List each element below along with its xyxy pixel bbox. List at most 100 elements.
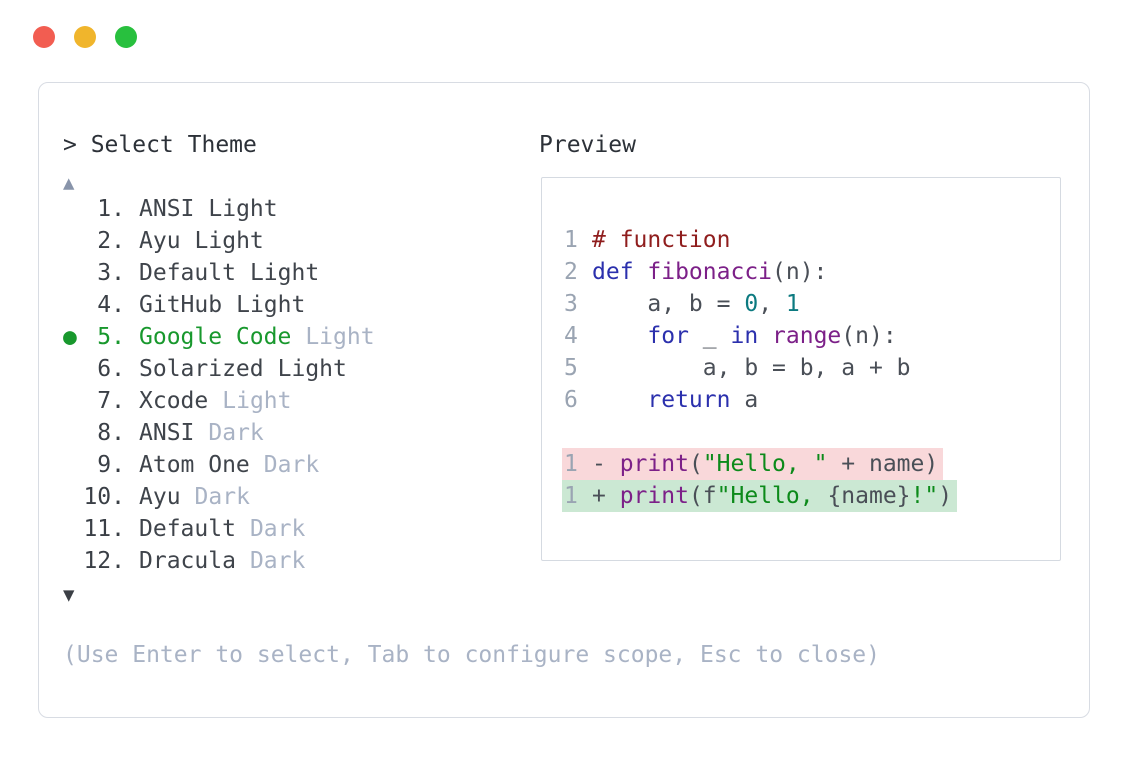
theme-item-ansi-light[interactable]: 1. ANSI Light [63,193,375,225]
theme-variant: Light [208,196,278,222]
code-token: ( [688,451,703,477]
theme-item-ayu-dark[interactable]: 10. Ayu Dark [63,481,375,513]
theme-number: 10. [83,484,125,510]
code-token: fibonacci [647,259,773,285]
code-line: 1# function [562,224,1060,256]
code-token: + [592,483,620,509]
theme-name: Atom One [139,452,250,478]
line-number: 4 [564,323,578,349]
theme-item-ansi-dark[interactable]: 8. ANSI Dark [63,417,375,449]
theme-item-xcode-light[interactable]: 7. Xcode Light [63,385,375,417]
scroll-down-icon[interactable]: ▼ [63,584,75,606]
code-token: (n): [772,259,828,285]
theme-number: 4. [97,292,125,318]
code-token: return [647,387,745,413]
theme-variant: Light [277,356,347,382]
theme-number: 7. [97,388,125,414]
theme-variant: Light [194,228,264,254]
theme-variant: Dark [194,484,250,510]
theme-name: Xcode [139,388,209,414]
theme-item-default-light[interactable]: 3. Default Light [63,257,375,289]
code-token: - [592,451,620,477]
theme-number: 1. [97,196,125,222]
code-token: (f [688,483,717,509]
theme-variant: Dark [249,548,306,574]
line-number: 5 [564,355,578,381]
code-token [592,323,647,349]
theme-number: 5. [97,324,125,350]
theme-variant: Light [249,260,320,286]
theme-item-dracula-dark[interactable]: 12. Dracula Dark [63,545,375,577]
theme-name: ANSI [139,420,195,446]
code-token: a, b = b, a + b [592,355,911,381]
code-token: (n): [841,323,897,349]
theme-name: Default [139,516,236,542]
diff-removed-line: 1- print("Hello, " + name) [562,448,1060,480]
code-token: a, b = [592,291,745,317]
theme-name: Ayu [139,484,181,510]
window-controls [33,26,137,48]
code-token: in [730,323,773,349]
selected-bullet-icon: ● [63,324,77,350]
code-token: 0 [744,291,759,317]
theme-name: Solarized [139,356,264,382]
keyboard-hint: (Use Enter to select, Tab to configure s… [63,642,880,668]
code-token: "Hello, " [702,451,828,477]
theme-item-ayu-light[interactable]: 2. Ayu Light [63,225,375,257]
code-token: print [619,451,689,477]
line-number: 1 [564,483,578,509]
theme-item-github-light[interactable]: 4. GitHub Light [63,289,375,321]
minimize-window-icon[interactable] [74,26,96,48]
theme-number: 6. [97,356,125,382]
theme-item-atom-one-dark[interactable]: 9. Atom One Dark [63,449,375,481]
code-token: for [647,323,703,349]
theme-number: 8. [97,420,125,446]
line-number: 3 [564,291,578,317]
theme-number: 12. [83,548,125,574]
scroll-up-icon[interactable]: ▲ [63,172,75,194]
theme-item-google-code-light-selected[interactable]: ● 5. Google Code Light [63,321,375,353]
theme-item-solarized-light[interactable]: 6. Solarized Light [63,353,375,385]
code-token: !" [910,483,939,509]
theme-name: Default [139,260,236,286]
theme-number: 9. [97,452,125,478]
theme-name: Google Code [139,324,292,350]
diff-added-line: 1 + print(f"Hello, {name}!") [562,480,1060,512]
theme-variant: Light [305,324,375,350]
theme-name: ANSI [139,196,195,222]
code-token: ) [938,483,953,509]
theme-number: 2. [97,228,125,254]
code-line: 4 for _ in range(n): [562,320,1060,352]
theme-name: GitHub [139,292,223,318]
theme-variant: Light [222,388,292,414]
code-line: 6 return a [562,384,1060,416]
code-token: range [772,323,842,349]
theme-variant: Dark [208,420,264,446]
zoom-window-icon[interactable] [115,26,137,48]
code-token: + name) [827,451,939,477]
code-token: 1 [785,291,800,317]
theme-variant: Dark [263,452,320,478]
theme-variant: Light [236,292,306,318]
code-token [592,387,647,413]
theme-name: Ayu [139,228,181,254]
code-line: 3 a, b = 0, 1 [562,288,1060,320]
code-token: "Hello, [716,483,828,509]
line-number: 1 [564,451,578,477]
theme-name: Dracula [139,548,236,574]
code-token: print [619,483,689,509]
line-number: 1 [564,227,578,253]
theme-variant: Dark [249,516,306,542]
code-token: {name} [827,483,911,509]
code-line-blank [562,416,1060,448]
theme-number: 3. [97,260,125,286]
close-window-icon[interactable] [33,26,55,48]
line-number: 6 [564,387,578,413]
code-line: 5 a, b = b, a + b [562,352,1060,384]
code-token: _ [702,323,731,349]
